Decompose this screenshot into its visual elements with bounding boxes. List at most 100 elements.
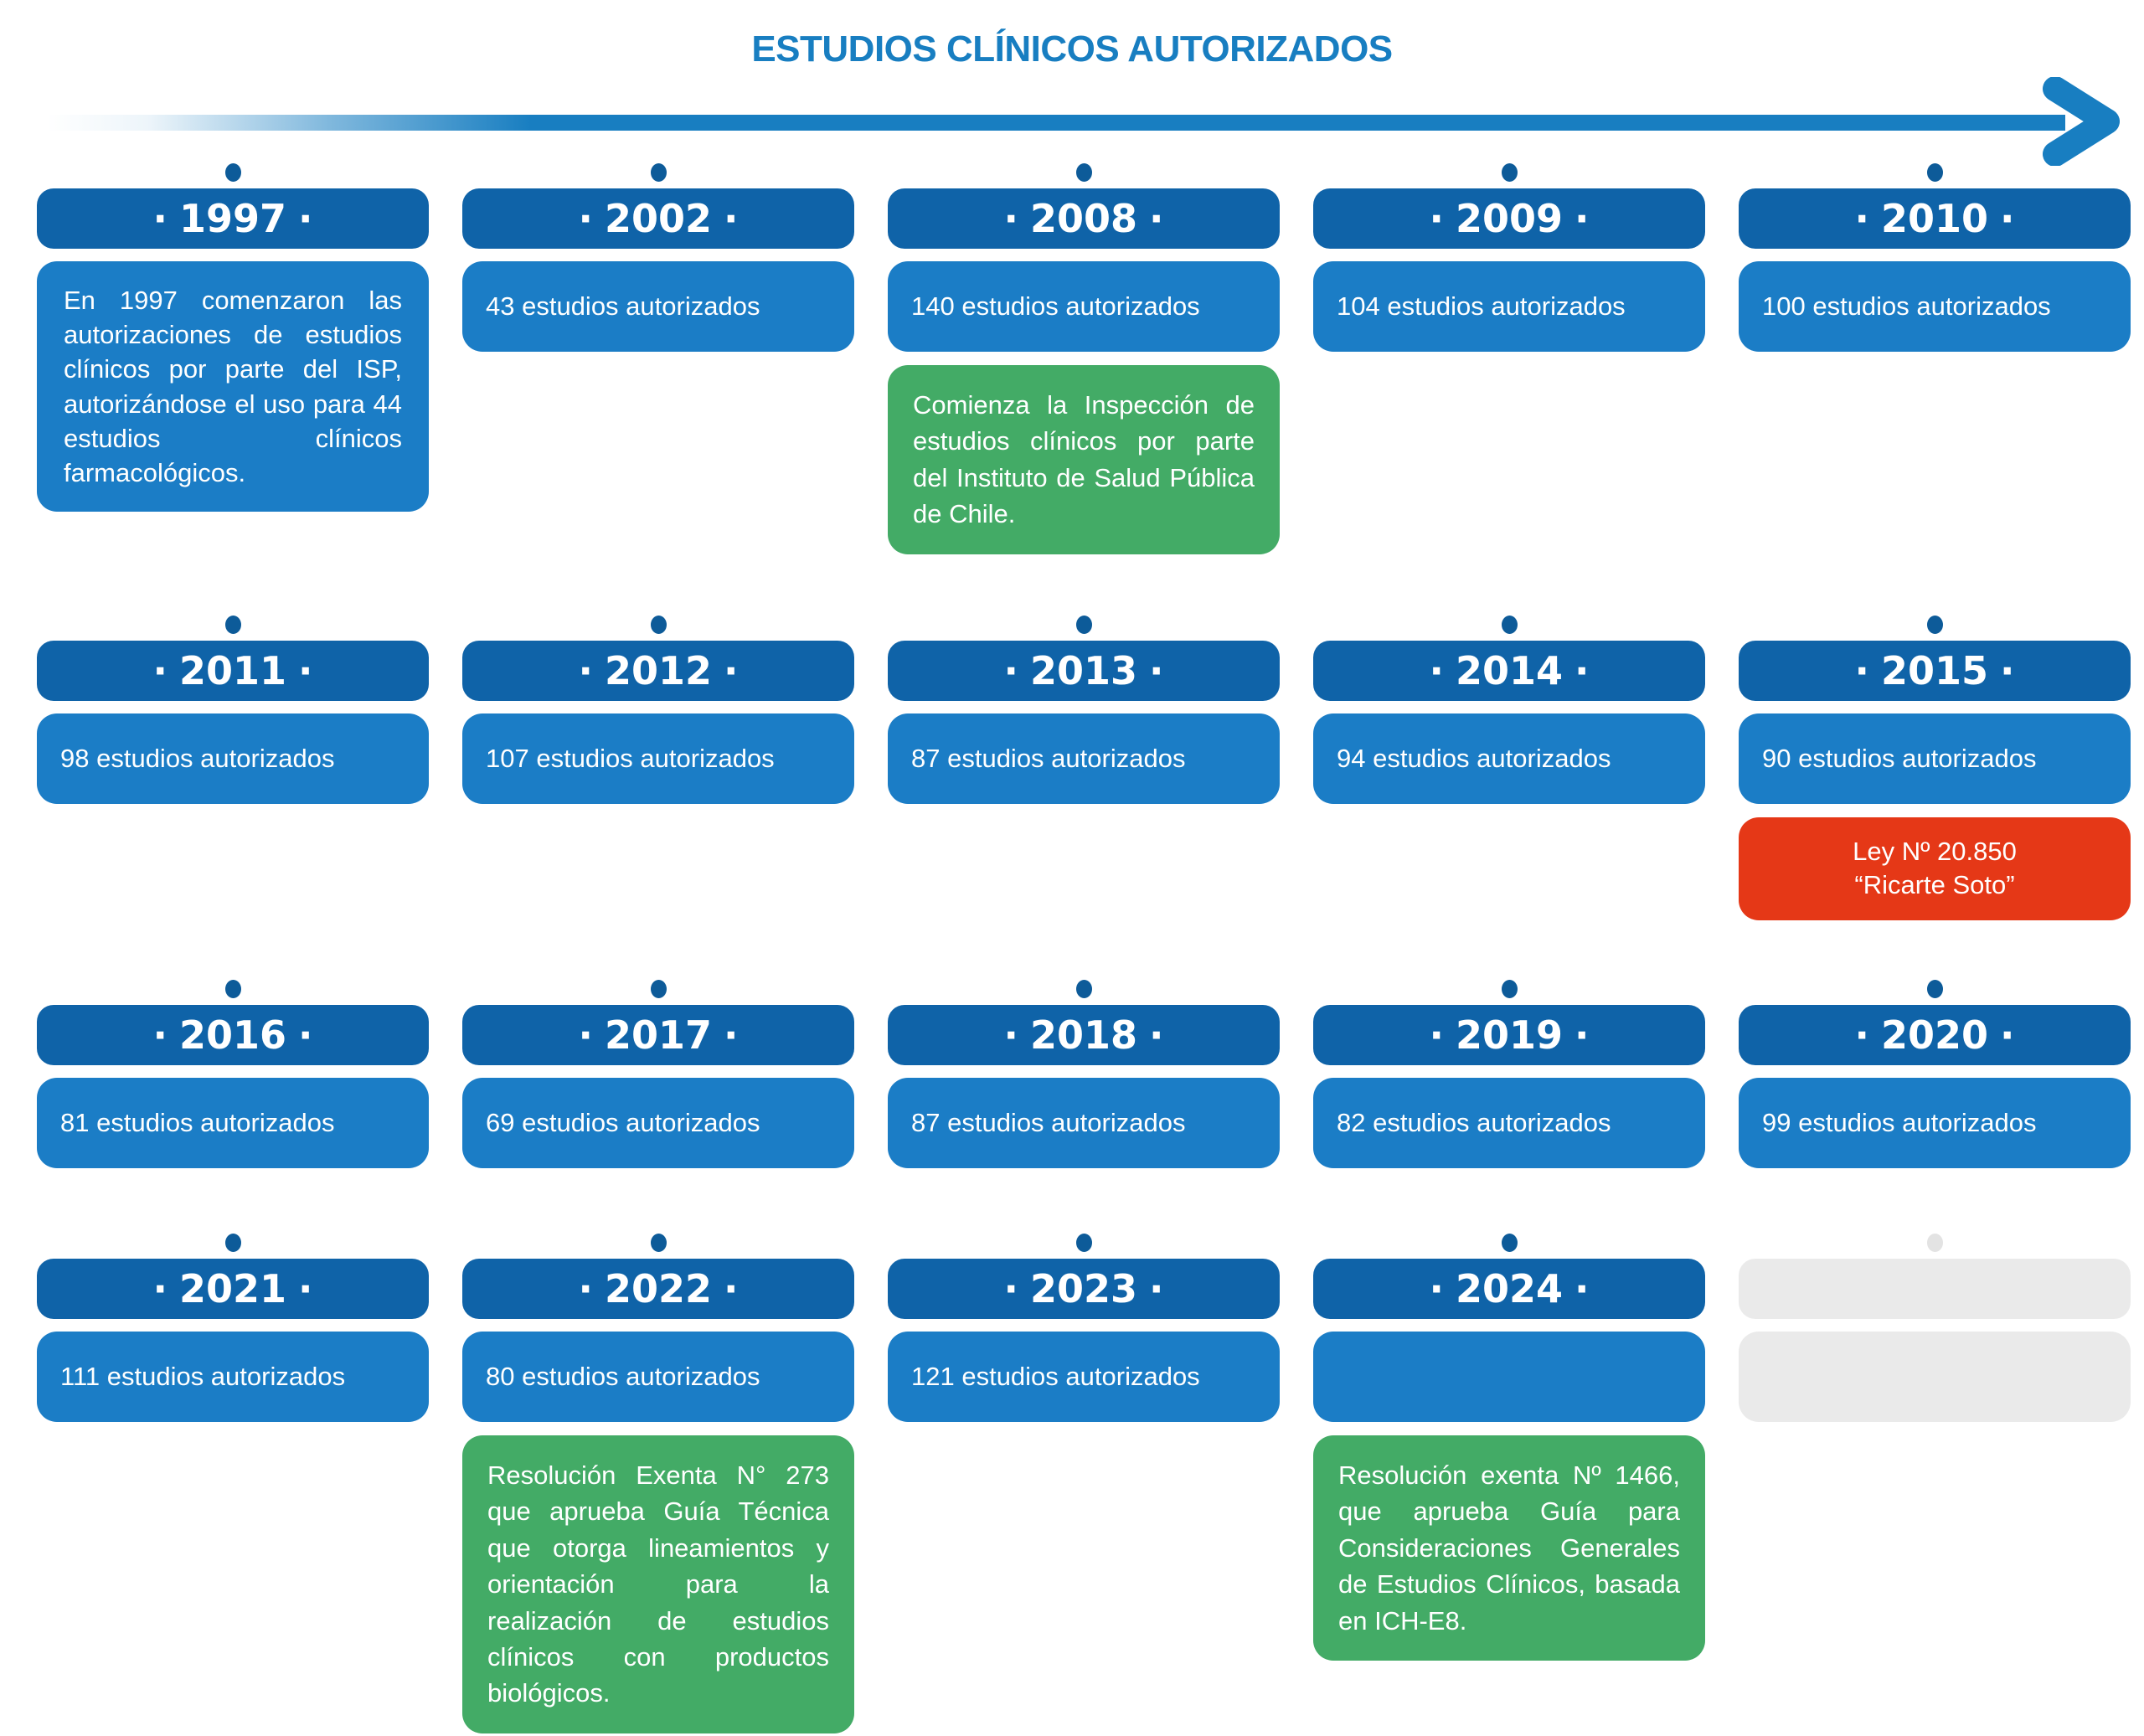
year-label: 2014 — [1455, 648, 1564, 693]
timeline-cell-2017: · 2017 · 69 estudios autorizados — [462, 980, 854, 1168]
year-header: · 2010 · — [1739, 188, 2131, 249]
timeline-dot — [224, 163, 241, 182]
timeline-dot — [1075, 980, 1092, 998]
year-separator: · — [1854, 196, 1869, 241]
arrow-right-icon — [2043, 77, 2120, 166]
year-separator: · — [1003, 196, 1018, 241]
year-separator: · — [1149, 1266, 1164, 1311]
year-label: 2018 — [1029, 1012, 1138, 1058]
timeline-row-3: · 2016 · 81 estudios autorizados · 2017 … — [37, 980, 2131, 1168]
study-count: 107 estudios autorizados — [462, 713, 854, 804]
timeline-arrow-shaft — [47, 115, 2065, 131]
timeline-cell-2021: · 2021 · 111 estudios autorizados — [37, 1234, 429, 1733]
year-separator: · — [298, 1012, 313, 1058]
year-header: · 2021 · — [37, 1259, 429, 1319]
study-count-empty — [1313, 1332, 1705, 1422]
year-label: 2012 — [604, 648, 713, 693]
year-description: En 1997 comenzaron las autorizaciones de… — [37, 261, 429, 513]
study-count: 80 estudios autorizados — [462, 1332, 854, 1422]
timeline-cell-2023: · 2023 · 121 estudios autorizados — [888, 1234, 1280, 1733]
year-separator: · — [1429, 648, 1444, 693]
year-separator: · — [1854, 1012, 1869, 1058]
year-separator: · — [1574, 648, 1590, 693]
year-header: · 2020 · — [1739, 1005, 2131, 1065]
law-note-line2: “Ricarte Soto” — [1854, 870, 2015, 900]
timeline-dot — [224, 616, 241, 634]
year-header: · 2023 · — [888, 1259, 1280, 1319]
timeline-cell-2024: · 2024 · Resolución exenta Nº 1466, que … — [1313, 1234, 1705, 1733]
year-separator: · — [1149, 1012, 1164, 1058]
year-label: 2008 — [1029, 196, 1138, 241]
study-count: 99 estudios autorizados — [1739, 1078, 2131, 1168]
year-label: 2013 — [1029, 648, 1138, 693]
year-separator: · — [1003, 648, 1018, 693]
year-header: · 1997 · — [37, 188, 429, 249]
year-label: 2011 — [178, 648, 287, 693]
year-separator: · — [298, 648, 313, 693]
timeline-row-4: · 2021 · 111 estudios autorizados · 2022… — [37, 1234, 2131, 1733]
year-separator: · — [724, 196, 739, 241]
year-separator: · — [1574, 196, 1590, 241]
year-label: 2016 — [178, 1012, 287, 1058]
year-separator: · — [578, 648, 593, 693]
year-separator: · — [152, 196, 168, 241]
year-separator: · — [724, 1266, 739, 1311]
year-separator: · — [578, 1012, 593, 1058]
year-separator: · — [724, 1012, 739, 1058]
timeline-cell-2018: · 2018 · 87 estudios autorizados — [888, 980, 1280, 1168]
timeline-dot — [1075, 1234, 1092, 1252]
timeline-cell-2009: · 2009 · 104 estudios autorizados — [1313, 163, 1705, 554]
year-separator: · — [1574, 1012, 1590, 1058]
timeline-row-1: · 1997 · En 1997 comenzaron las autoriza… — [37, 163, 2131, 554]
timeline-dot — [1926, 980, 1943, 998]
study-count: 81 estudios autorizados — [37, 1078, 429, 1168]
year-separator: · — [2000, 648, 2015, 693]
year-label: 2015 — [1880, 648, 1989, 693]
year-separator: · — [578, 196, 593, 241]
year-header: · 2015 · — [1739, 641, 2131, 701]
timeline-dot — [224, 1234, 241, 1252]
year-header: · 2013 · — [888, 641, 1280, 701]
timeline-dot — [1501, 980, 1518, 998]
year-label: 2017 — [604, 1012, 713, 1058]
year-separator: · — [152, 1266, 168, 1311]
year-header: · 2018 · — [888, 1005, 1280, 1065]
year-header: · 2011 · — [37, 641, 429, 701]
year-separator: · — [1149, 648, 1164, 693]
study-count: 98 estudios autorizados — [37, 713, 429, 804]
timeline-cell-2013: · 2013 · 87 estudios autorizados — [888, 616, 1280, 920]
year-header: · 2009 · — [1313, 188, 1705, 249]
year-header: · 2014 · — [1313, 641, 1705, 701]
law-note: Ley Nº 20.850 “Ricarte Soto” — [1739, 817, 2131, 920]
year-separator: · — [2000, 196, 2015, 241]
timeline-row-2: · 2011 · 98 estudios autorizados · 2012 … — [37, 616, 2131, 920]
study-count: 87 estudios autorizados — [888, 713, 1280, 804]
study-count: 90 estudios autorizados — [1739, 713, 2131, 804]
law-note-line1: Ley Nº 20.850 — [1853, 837, 2017, 866]
timeline-dot — [1075, 616, 1092, 634]
milestone-note: Resolución Exenta N° 273 que aprueba Guí… — [462, 1435, 854, 1733]
year-separator: · — [578, 1266, 593, 1311]
placeholder-header-box — [1739, 1259, 2131, 1319]
timeline-dot — [1926, 163, 1943, 182]
timeline-cell-2016: · 2016 · 81 estudios autorizados — [37, 980, 429, 1168]
timeline-dot-placeholder — [1926, 1234, 1943, 1252]
timeline-dot — [650, 980, 667, 998]
year-label: 2019 — [1455, 1012, 1564, 1058]
year-separator: · — [152, 1012, 168, 1058]
timeline-dot — [1926, 616, 1943, 634]
study-count: 111 estudios autorizados — [37, 1332, 429, 1422]
timeline-cell-2022: · 2022 · 80 estudios autorizados Resoluc… — [462, 1234, 854, 1733]
study-count: 104 estudios autorizados — [1313, 261, 1705, 352]
year-header: · 2022 · — [462, 1259, 854, 1319]
placeholder-body-box — [1739, 1332, 2131, 1422]
year-header: · 2017 · — [462, 1005, 854, 1065]
timeline-cell-2008: · 2008 · 140 estudios autorizados Comien… — [888, 163, 1280, 554]
timeline-cell-2014: · 2014 · 94 estudios autorizados — [1313, 616, 1705, 920]
study-count: 43 estudios autorizados — [462, 261, 854, 352]
year-label: 2020 — [1880, 1012, 1989, 1058]
timeline-cell-2010: · 2010 · 100 estudios autorizados — [1739, 163, 2131, 554]
year-separator: · — [1429, 1266, 1444, 1311]
study-count: 69 estudios autorizados — [462, 1078, 854, 1168]
